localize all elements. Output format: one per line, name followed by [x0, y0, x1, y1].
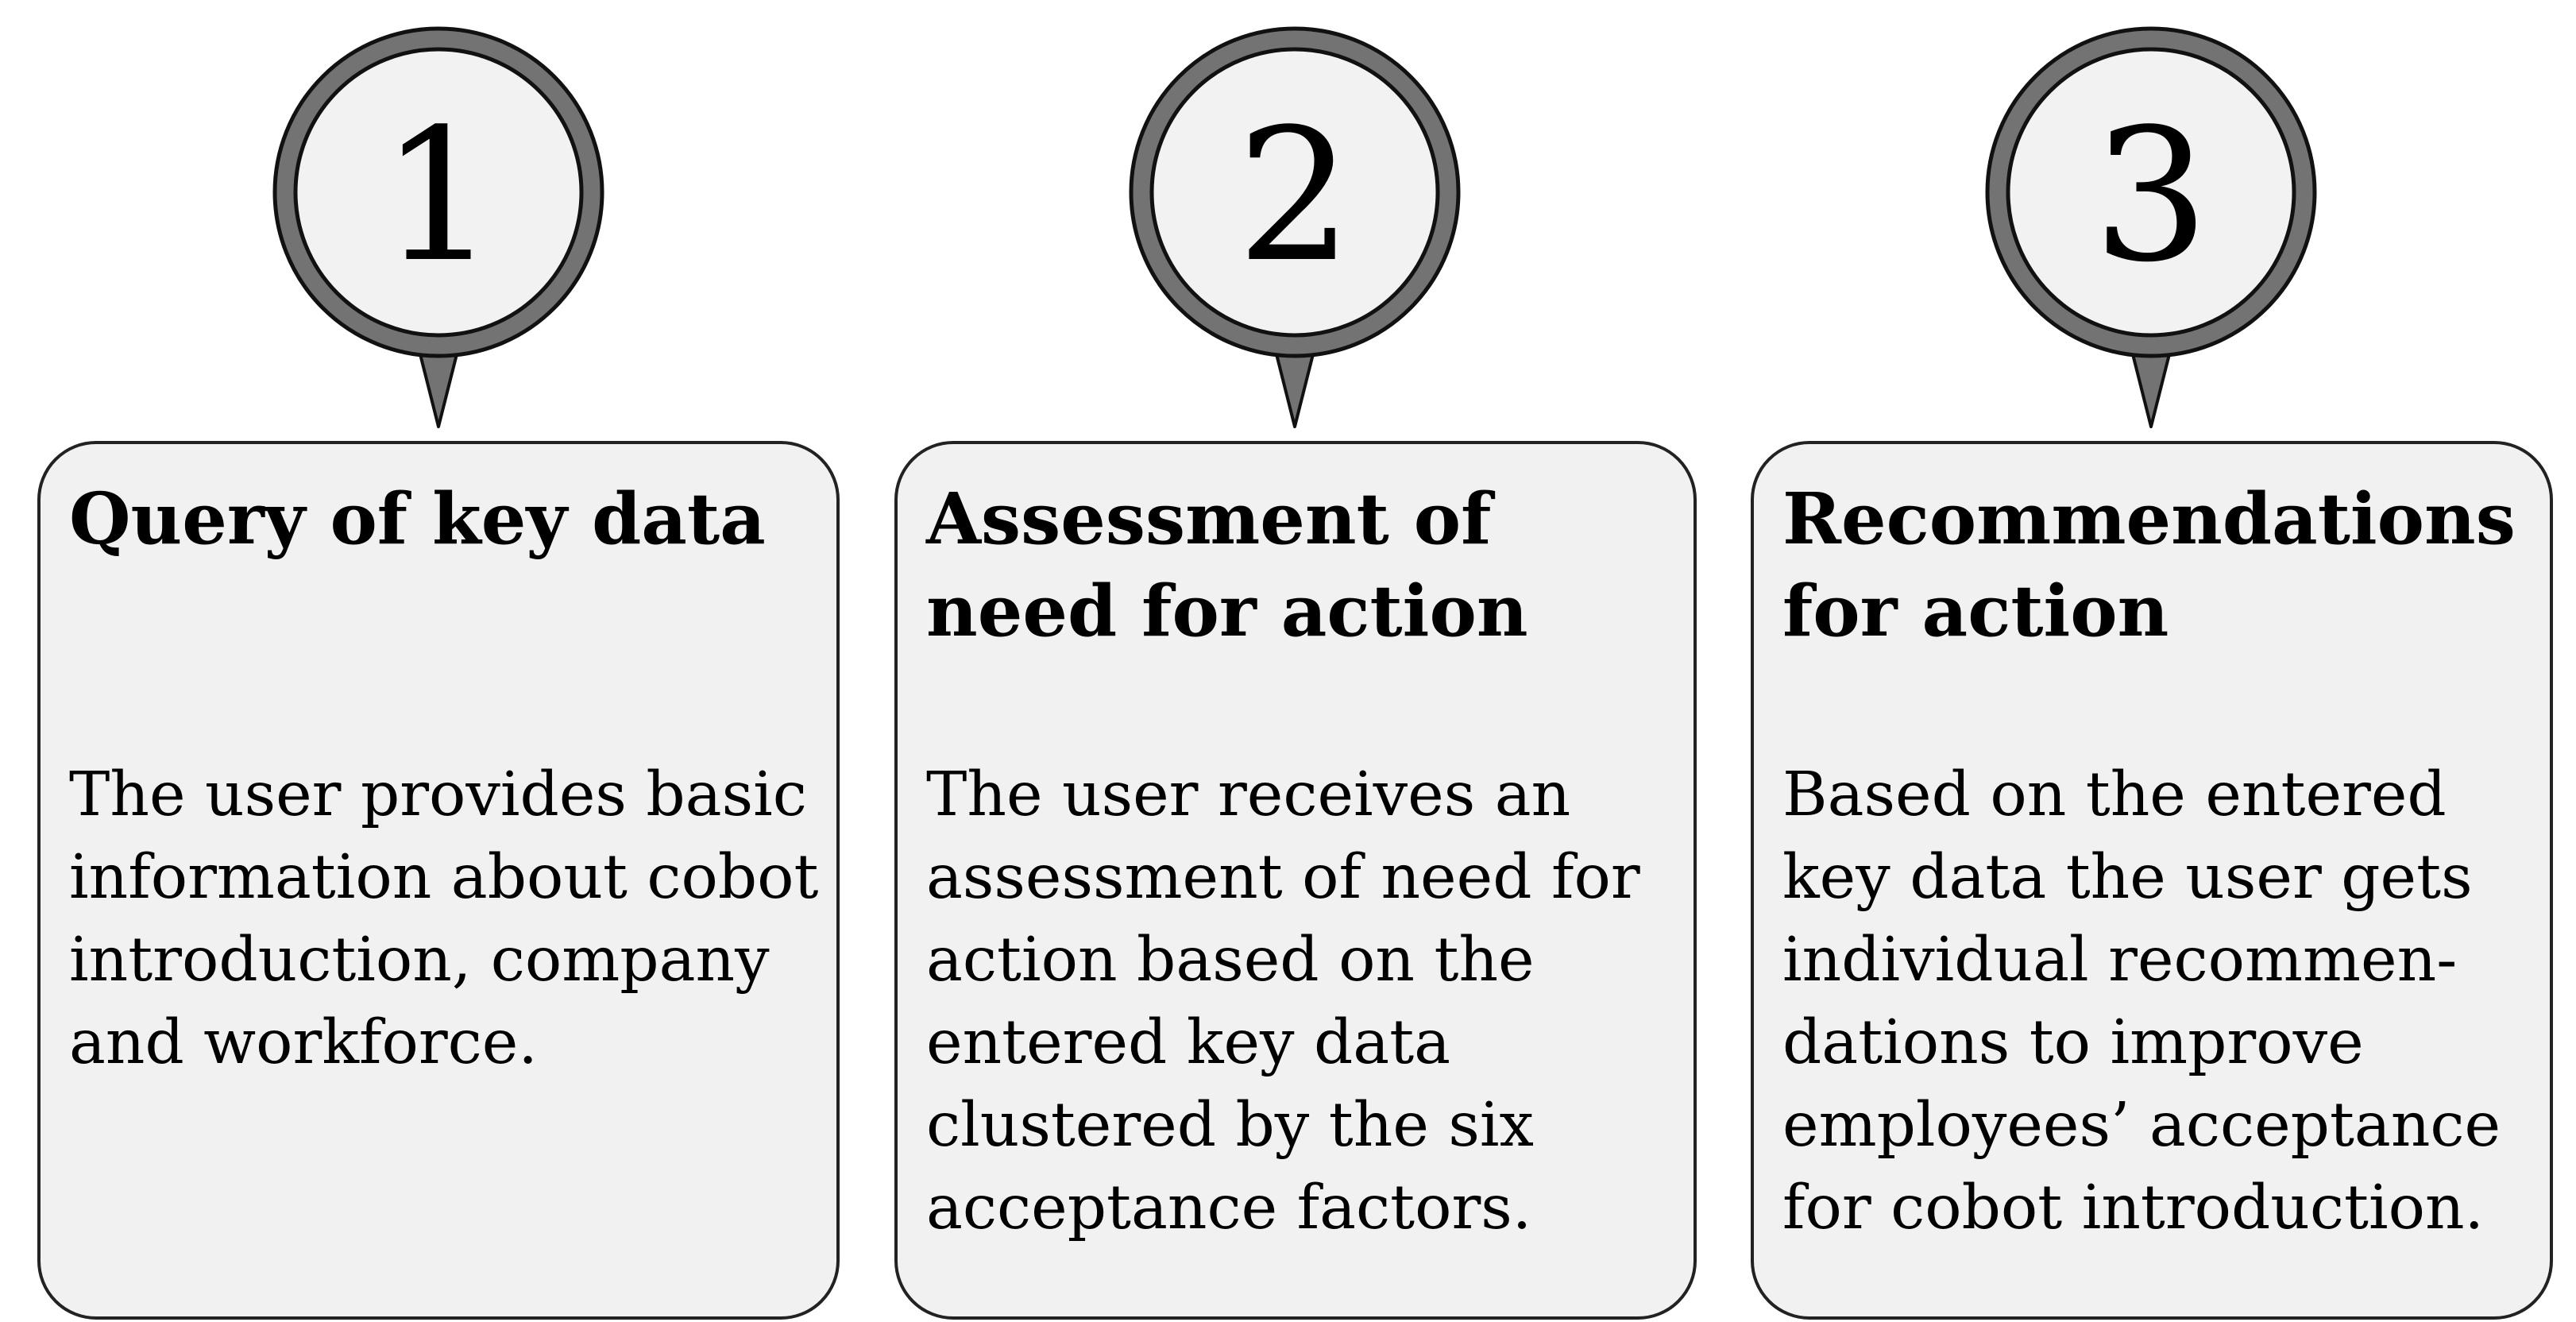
step-2-card: Assessment of need for action The user r… — [894, 441, 1697, 1320]
step-3-number: 3 — [2092, 91, 2210, 303]
step-1-card: Query of key data The user provides basi… — [37, 441, 840, 1320]
map-pin-icon — [272, 26, 604, 428]
map-pin-icon — [1985, 26, 2317, 428]
step-3-card: Recommendations for action Based on the … — [1751, 441, 2553, 1320]
step-2-marker: 2 — [1112, 0, 1477, 445]
step-1-title: Query of key data — [69, 477, 766, 560]
step-1-marker: 1 — [256, 0, 621, 445]
step-3-marker: 3 — [1968, 0, 2334, 445]
map-pin-icon — [1129, 26, 1461, 428]
step-1-description: The user provides basic information abou… — [69, 760, 819, 1078]
step-2-title: Assessment of need for action — [926, 477, 1528, 652]
step-2-description: The user receives an assessment of need … — [926, 760, 1640, 1243]
step-1-number: 1 — [380, 91, 497, 303]
step-3-title: Recommendations for action — [1782, 477, 2516, 652]
step-2-number: 2 — [1236, 91, 1354, 303]
step-3-description: Based on the entered key data the user g… — [1782, 760, 2501, 1243]
